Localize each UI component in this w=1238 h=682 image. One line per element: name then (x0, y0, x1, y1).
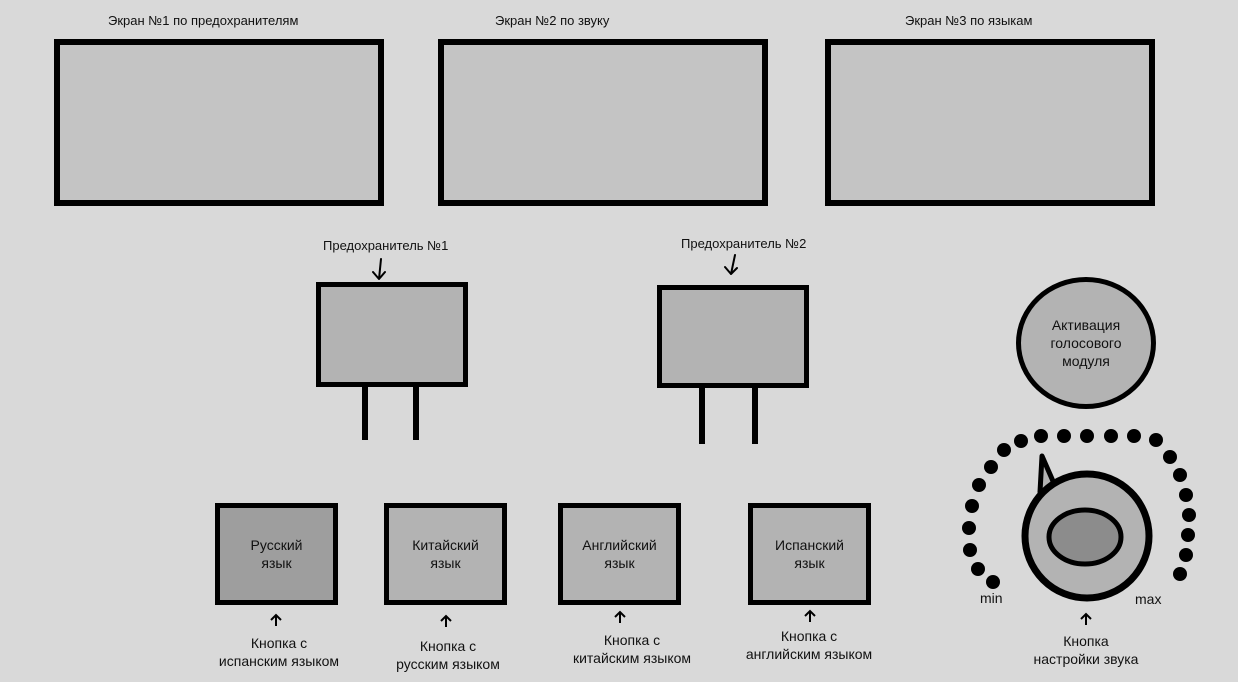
sound-knob[interactable] (1012, 448, 1162, 608)
volume-dot (1034, 429, 1048, 443)
volume-dot (1163, 450, 1177, 464)
volume-max-label: max (1135, 591, 1162, 607)
spanish-language-label: Испанский язык (775, 537, 844, 571)
volume-dot (997, 443, 1011, 457)
volume-dot (1181, 528, 1195, 542)
volume-dot (1182, 508, 1196, 522)
volume-dot (963, 543, 977, 557)
fuse-1-pin-right (413, 386, 419, 440)
volume-dot (1173, 567, 1187, 581)
voice-module-activation-button[interactable]: Активация голосового модуля (1016, 277, 1156, 409)
fuse-2-pin-left (699, 387, 705, 444)
volume-dot (1057, 429, 1071, 443)
volume-dot (1173, 468, 1187, 482)
screen-3-label: Экран №3 по языкам (905, 13, 1033, 28)
fuse-2 (657, 285, 809, 388)
fuse-2-pin-right (752, 387, 758, 444)
volume-dot (1104, 429, 1118, 443)
arrow-up-icon (440, 614, 452, 627)
screen-3 (825, 39, 1155, 206)
russian-button-caption: Кнопка с испанским языком (218, 635, 340, 669)
volume-dot (986, 575, 1000, 589)
volume-dot (1127, 429, 1141, 443)
screen-2 (438, 39, 768, 206)
spanish-language-button[interactable]: Испанский язык (748, 503, 871, 605)
screen-1 (54, 39, 384, 206)
volume-dot (962, 521, 976, 535)
english-button-caption: Кнопка с китайским языком (572, 632, 692, 666)
chinese-language-button[interactable]: Китайский язык (384, 503, 507, 605)
arrow-up-icon (614, 610, 626, 623)
volume-dot (1014, 434, 1028, 448)
russian-language-label: Русский язык (250, 537, 303, 571)
fuse-1-pin-left (362, 386, 368, 440)
fuse-1 (316, 282, 468, 387)
screen-1-label: Экран №1 по предохранителям (108, 13, 299, 28)
volume-dot (972, 478, 986, 492)
voice-module-label: Активация голосового модуля (1050, 317, 1122, 369)
volume-dot (1179, 488, 1193, 502)
chinese-language-label: Китайский язык (412, 537, 479, 571)
arrow-up-icon (270, 613, 282, 626)
fuse-2-arrow-icon (724, 254, 738, 275)
english-language-label: Английский язык (582, 537, 657, 571)
chinese-button-caption: Кнопка с русским языком (396, 638, 500, 672)
volume-dot (984, 460, 998, 474)
volume-dot (965, 499, 979, 513)
volume-dot (1149, 433, 1163, 447)
russian-language-button[interactable]: Русский язык (215, 503, 338, 605)
screen-2-label: Экран №2 по звуку (495, 13, 610, 28)
knob-center-cap (1046, 507, 1124, 567)
volume-dot (971, 562, 985, 576)
arrow-up-icon (1080, 612, 1092, 625)
arrow-up-icon (804, 609, 816, 622)
spanish-button-caption: Кнопка с английским языком (745, 628, 873, 662)
fuse-2-label: Предохранитель №2 (681, 236, 807, 251)
volume-min-label: min (980, 590, 1003, 606)
sound-knob-caption: Кнопка настройки звука (1033, 633, 1139, 667)
fuse-1-label: Предохранитель №1 (323, 238, 449, 253)
fuse-1-arrow-icon (372, 258, 386, 280)
volume-dot (1080, 429, 1094, 443)
english-language-button[interactable]: Английский язык (558, 503, 681, 605)
volume-dot (1179, 548, 1193, 562)
